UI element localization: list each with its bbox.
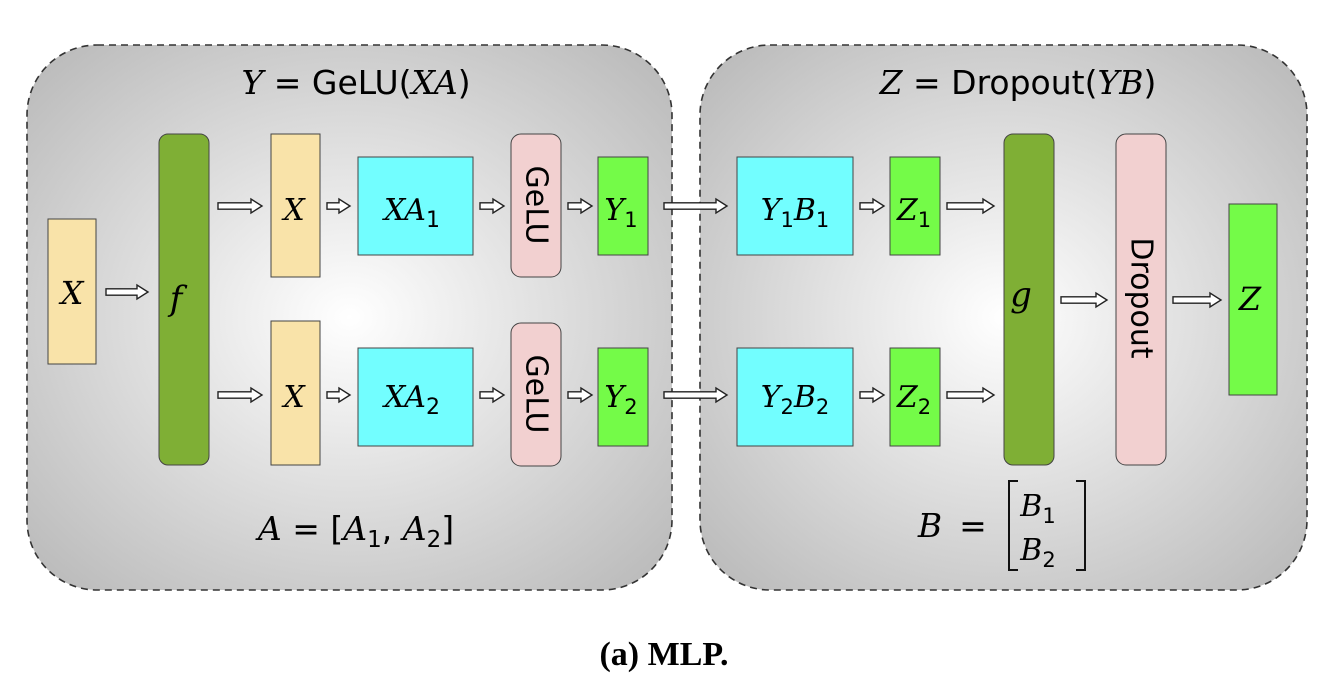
left-partition-equation: A = [A1, A2] [255,509,454,553]
flow-arrows [105,197,1223,404]
reduce-g-label: g [1010,275,1032,315]
dropout-label: Dropout [1124,237,1159,359]
arrow-b1-matmul-to-gelu [479,197,506,215]
branch1-input-box [270,133,321,278]
arrow-z2-to-g [946,386,996,404]
branch1-gelu-box [510,133,562,278]
arrow-z1-to-g [946,197,996,215]
branch1-matmul-label: XA1 [382,193,440,233]
branch1-yb-box [736,156,854,256]
arrow-y2b2-to-z2 [859,386,886,404]
branch2-matmul-label: XA2 [382,380,440,420]
output-z-box [1228,203,1278,396]
right-equation: Z = Dropout(YB) [879,63,1157,102]
matrix-bottom-entry: B2 [1019,533,1055,572]
arrow-g-to-dropout [1060,291,1109,309]
dropout-box [1115,133,1167,466]
arrow-f-to-branch1 [217,197,264,215]
branch2-z-box [889,347,941,447]
branch2-z-label: Z2 [896,380,931,419]
branch1-gelu-label: GeLU [519,166,554,245]
svg-text:=: = [959,506,987,545]
reduce-g-box [1003,133,1055,466]
arrow-f-to-branch2 [217,386,264,404]
branch1-output-box [597,156,649,256]
branch1-z-box [889,156,941,256]
matrix-top-entry: B1 [1019,489,1055,528]
left-bracket [1008,480,1018,571]
branch2-output-label: Y2 [604,380,637,419]
branch2-input-box [270,320,321,466]
arrow-b2-matmul-to-gelu [479,386,506,404]
branch1-z-label: Z1 [896,193,931,232]
branch1-yb-label: Y1B1 [761,193,830,232]
split-f-box [158,133,210,466]
branch2-gelu-box [510,322,562,467]
arrow-y2-to-y2b2 [663,386,729,404]
branch2-yb-label: Y2B2 [761,380,830,419]
left-equation: Y = GeLU(XA) [241,63,470,102]
input-x-label: X [58,274,85,312]
arrow-x-to-f [105,283,150,301]
svg-text:B: B [917,506,942,545]
arrow-b2-gelu-to-y [567,386,594,404]
arrow-dropout-to-z [1172,291,1223,309]
arrow-y1-to-y1b1 [663,197,729,215]
figure-caption: (a) MLP. [599,636,728,673]
arrow-b1-gelu-to-y [567,197,594,215]
output-z-label: Z [1238,280,1262,318]
arrow-b2-x-to-matmul [326,386,352,404]
arrow-b1-x-to-matmul [326,197,352,215]
branch2-output-box [597,347,649,447]
branch2-yb-box [736,347,854,447]
branch2-matmul-box [357,347,474,447]
branch1-input-label: X [281,193,306,228]
branch1-matmul-box [357,156,474,256]
branch1-output-label: Y1 [604,193,637,232]
arrow-y1b1-to-z1 [859,197,886,215]
right-bracket [1076,480,1086,571]
right-partition-equation: B = B1 B2 [917,480,1086,572]
input-x-box [47,218,97,365]
branch2-gelu-label: GeLU [519,355,554,434]
branch2-input-label: X [281,380,306,415]
